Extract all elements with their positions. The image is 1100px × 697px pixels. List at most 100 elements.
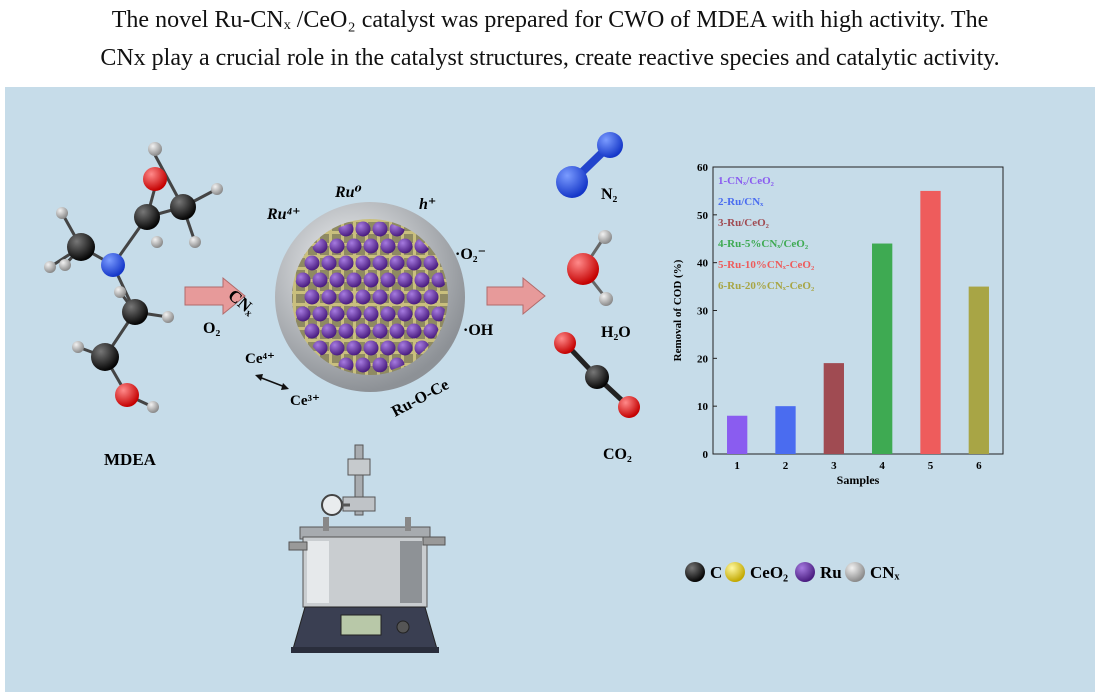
ru-atom bbox=[431, 272, 446, 288]
ce4-label: Ce⁴⁺ bbox=[245, 351, 275, 367]
reaction-arrow-left bbox=[184, 276, 246, 316]
mdea-molecule bbox=[44, 142, 223, 413]
ru-atom bbox=[406, 255, 422, 271]
ru-atom bbox=[397, 272, 413, 288]
bar-sample-4 bbox=[872, 243, 893, 454]
ru-atom bbox=[363, 272, 379, 288]
x-tick-label: 3 bbox=[831, 460, 837, 472]
redox-double-arrow bbox=[255, 374, 289, 390]
ru-atom bbox=[304, 289, 320, 305]
ru-atom bbox=[304, 255, 320, 271]
y-tick-label: 40 bbox=[697, 258, 709, 270]
y-tick-label: 50 bbox=[697, 210, 709, 222]
abstract-diagram: MDEA CNₓ O₂ Ru⁰ Ru⁴⁺ h⁺ ·O₂⁻ ·OH Ce⁴⁺ Ce… bbox=[44, 132, 1004, 653]
ru-atom bbox=[321, 323, 337, 339]
ru-atom bbox=[329, 272, 345, 288]
x-tick-label: 4 bbox=[879, 460, 885, 472]
ru-atom bbox=[346, 306, 362, 322]
legend-swatch bbox=[795, 562, 815, 582]
ru-atom bbox=[372, 289, 388, 305]
legend-entry: 6-Ru-20%CNₓ-CeO₂ bbox=[718, 280, 815, 292]
ru-atom bbox=[346, 272, 362, 288]
ru-atom bbox=[397, 306, 413, 322]
reaction-arrow-right bbox=[486, 276, 546, 316]
ru-atom bbox=[406, 323, 422, 339]
ru-atom bbox=[329, 238, 345, 254]
ru-atom bbox=[372, 357, 388, 373]
ru-atom bbox=[423, 289, 439, 305]
caption-line-2: CNx play a crucial role in the catalyst … bbox=[100, 45, 1000, 71]
legend-swatch bbox=[685, 562, 705, 582]
superoxide-radical-label: ·O₂⁻ bbox=[455, 246, 486, 263]
ru-atom bbox=[338, 255, 354, 271]
ru-atom bbox=[355, 323, 371, 339]
ru-atoms bbox=[295, 221, 446, 373]
ru-atom bbox=[423, 255, 439, 271]
ru-atom bbox=[363, 238, 379, 254]
legend-entry: 1-CNₓ/CeO₂ bbox=[718, 175, 775, 187]
ru-atom bbox=[363, 340, 379, 356]
ru-atom bbox=[355, 221, 371, 237]
bars bbox=[727, 190, 989, 454]
ru0-label: Ru⁰ bbox=[334, 184, 362, 201]
ru-atom bbox=[304, 323, 320, 339]
y-tick-label: 20 bbox=[697, 353, 709, 365]
x-tick-label: 1 bbox=[734, 460, 740, 472]
mdea-label: MDEA bbox=[104, 450, 157, 469]
reactor-apparatus-image bbox=[288, 444, 446, 653]
ru-atom bbox=[355, 357, 371, 373]
bar-sample-6 bbox=[968, 286, 989, 454]
legend-swatch bbox=[845, 562, 865, 582]
y-axis-ticks: 0 10 20 30 40 50 60 bbox=[697, 162, 717, 461]
x-tick-label: 2 bbox=[783, 460, 789, 472]
graphical-abstract-panel: MDEA CNₓ O₂ Ru⁰ Ru⁴⁺ h⁺ ·O₂⁻ ·OH Ce⁴⁺ Ce… bbox=[5, 87, 1095, 692]
h-plus-label: h⁺ bbox=[419, 196, 436, 213]
ru-atom bbox=[380, 306, 396, 322]
legend-entry: 5-Ru-10%CNₓ-CeO₂ bbox=[718, 259, 815, 271]
ru-atom bbox=[389, 255, 405, 271]
legend-swatch bbox=[725, 562, 745, 582]
ru-atom bbox=[346, 238, 362, 254]
y-tick-label: 30 bbox=[697, 306, 709, 318]
ru-atom bbox=[397, 238, 413, 254]
ce3-label: Ce³⁺ bbox=[290, 393, 320, 409]
ru-atom bbox=[346, 340, 362, 356]
ru-atom bbox=[414, 306, 430, 322]
co2-molecule bbox=[554, 332, 640, 418]
ru-atom bbox=[321, 289, 337, 305]
ru-atom bbox=[431, 306, 446, 322]
ru-atom bbox=[372, 255, 388, 271]
h2o-molecule bbox=[567, 230, 613, 306]
o2-label: O₂ bbox=[203, 320, 220, 337]
y-tick-label: 10 bbox=[697, 401, 709, 413]
catalyst-particle bbox=[275, 202, 465, 392]
y-tick-label: 60 bbox=[697, 162, 709, 174]
ru-atom bbox=[372, 323, 388, 339]
h2o-label: H₂O bbox=[601, 324, 631, 341]
ru-atom bbox=[363, 306, 379, 322]
ru-atom bbox=[380, 272, 396, 288]
plot-frame bbox=[712, 166, 1004, 455]
atom-legend-label: C bbox=[710, 563, 722, 582]
ru-atom bbox=[389, 323, 405, 339]
ru-atom bbox=[338, 323, 354, 339]
y-tick-label: 0 bbox=[703, 449, 709, 461]
ru-atom bbox=[329, 340, 345, 356]
ru-atom bbox=[355, 289, 371, 305]
ru-atom bbox=[414, 272, 430, 288]
hydroxyl-radical-label: ·OH bbox=[463, 322, 494, 339]
x-tick-label: 6 bbox=[976, 460, 982, 472]
chart-legend: 1-CNₓ/CeO₂2-Ru/CNₓ3-Ru/CeO₂4-Ru-5%CNₓ/Ce… bbox=[718, 175, 815, 292]
legend-entry: 3-Ru/CeO₂ bbox=[718, 217, 770, 229]
ru-atom bbox=[321, 255, 337, 271]
caption-line-1: The novel Ru-CNₓ /CeO₂ catalyst was prep… bbox=[111, 7, 989, 33]
ru-atom bbox=[312, 306, 328, 322]
co2-label: CO₂ bbox=[603, 446, 632, 463]
bar-sample-1 bbox=[727, 415, 748, 454]
ru-atom bbox=[372, 221, 388, 237]
ru-atom bbox=[380, 340, 396, 356]
ru-atom bbox=[338, 289, 354, 305]
